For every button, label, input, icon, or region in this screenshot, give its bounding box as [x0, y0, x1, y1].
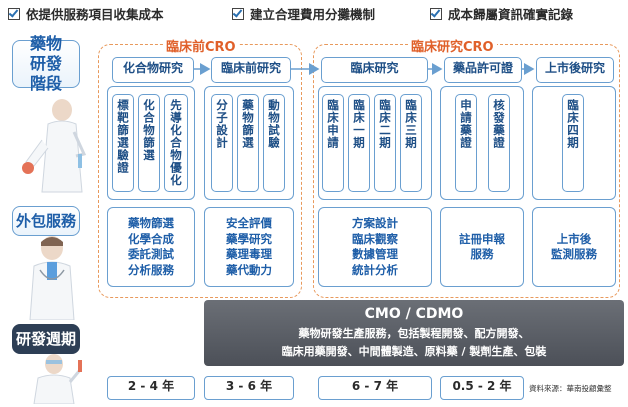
service-item: 委託測試	[128, 247, 174, 261]
step-target-validation: 標靶篩選驗證	[112, 94, 134, 192]
source-note: 資料來源：華南投顧彙整	[529, 384, 612, 393]
step-label: 化合物篩選	[142, 99, 156, 162]
cycle-label: 研發週期	[12, 324, 80, 354]
step-label: 申請藥證	[459, 99, 473, 149]
step-label: 動物試驗	[267, 99, 281, 149]
service-item: 化學合成	[128, 231, 174, 246]
cmo-line-1: 藥物研發生產服務，包括製程開發、配方開發、	[298, 327, 530, 340]
step-issue-license: 核發藥證	[488, 94, 510, 192]
period-license: 0.5 - 2 年	[440, 376, 524, 400]
preclinical-cro-title: 臨床前CRO	[163, 36, 239, 55]
stage-clinical-research: 臨床研究	[321, 57, 428, 83]
step-compound-screening: 化合物篩選	[138, 94, 160, 192]
cmo-title: CMO / CDMO	[364, 306, 464, 322]
stage-drug-license: 藥品許可證	[444, 57, 522, 83]
outsource-label-text: 外包服務	[15, 212, 76, 230]
clinical-cro-title: 臨床研究CRO	[408, 36, 497, 55]
step-label: 臨床三期	[404, 99, 418, 149]
step-label: 先導化合物優化	[169, 99, 183, 187]
doctor-illustration	[29, 236, 75, 320]
stage-compound-research: 化合物研究	[112, 57, 194, 83]
step-clinical-application: 臨床申請	[322, 94, 344, 192]
scientist-illustration	[22, 99, 87, 193]
step-phase-2: 臨床二期	[374, 94, 396, 192]
service-item: 註冊申報	[459, 231, 505, 246]
step-phase-1: 臨床一期	[348, 94, 370, 192]
service-item: 分析服務	[128, 262, 174, 277]
service-item: 統計分析	[352, 262, 398, 277]
checkbox-icon	[8, 8, 20, 20]
service-item: 安全評價	[226, 216, 272, 230]
cmo-cdmo-bar: CMO / CDMO 藥物研發生產服務，包括製程開發、配方開發、 臨床用藥開發、…	[204, 300, 624, 366]
service-item: 藥學研究	[226, 231, 272, 246]
service-item: 方案設計	[352, 216, 398, 230]
header-item-collect-costs: 依提供服務項目收集成本	[8, 4, 164, 23]
step-label: 臨床二期	[378, 99, 392, 149]
step-molecular-design: 分子設計	[211, 94, 233, 192]
service-item: 臨床觀察	[352, 231, 398, 246]
step-label: 核發藥證	[492, 99, 506, 149]
step-animal-testing: 動物試驗	[263, 94, 285, 192]
period-preclinical: 3 - 6 年	[204, 376, 294, 400]
step-label: 藥物篩選	[241, 99, 255, 149]
step-label: 臨床一期	[352, 99, 366, 149]
header-item-allocation: 建立合理費用分攤機制	[232, 4, 375, 23]
phase-label: 藥物研發階段	[12, 34, 80, 93]
phase-label-text: 藥物研發階段	[29, 34, 62, 93]
service-post-market: 上市後 監測服務	[532, 207, 616, 287]
service-compound: 藥物篩選 化學合成 委託測試 分析服務	[107, 207, 195, 287]
checkbox-icon	[232, 8, 244, 20]
step-label: 臨床四期	[566, 99, 580, 149]
checkbox-icon	[430, 8, 442, 20]
step-label: 分子設計	[215, 99, 229, 149]
period-compound: 2 - 4 年	[107, 376, 195, 400]
step-apply-license: 申請藥證	[455, 94, 477, 192]
step-label: 標靶篩選驗證	[116, 99, 130, 174]
researcher-illustration	[33, 354, 82, 404]
header-item-label: 建立合理費用分攤機制	[250, 7, 376, 22]
header-item-label: 依提供服務項目收集成本	[26, 7, 164, 22]
service-item: 數據管理	[352, 247, 398, 261]
cmo-line-2: 臨床用藥開發、中間體製造、原料藥 / 製劑生產、包裝	[281, 345, 547, 358]
step-drug-screening: 藥物篩選	[237, 94, 259, 192]
cycle-label-text: 研發週期	[15, 330, 76, 348]
service-item: 藥代動力	[226, 262, 272, 277]
step-phase-3: 臨床三期	[400, 94, 422, 192]
header-item-label: 成本歸屬資訊確實記錄	[448, 7, 574, 22]
license-steps-panel	[440, 86, 524, 200]
service-clinical: 方案設計 臨床觀察 數據管理 統計分析	[318, 207, 432, 287]
service-item: 藥理毒理	[226, 247, 272, 261]
service-item: 監測服務	[551, 247, 597, 261]
service-item: 服務	[470, 247, 494, 261]
service-license: 註冊申報 服務	[440, 207, 524, 287]
stage-preclinical-research: 臨床前研究	[211, 57, 291, 83]
step-lead-optimization: 先導化合物優化	[164, 94, 188, 192]
service-item: 藥物篩選	[128, 216, 174, 230]
stage-post-market: 上市後研究	[536, 57, 614, 83]
service-preclinical: 安全評價 藥學研究 藥理毒理 藥代動力	[204, 207, 294, 287]
period-clinical: 6 - 7 年	[318, 376, 432, 400]
service-item: 上市後	[556, 231, 592, 246]
step-phase-4: 臨床四期	[562, 94, 584, 192]
outsource-label: 外包服務	[12, 206, 80, 236]
step-label: 臨床申請	[326, 99, 340, 149]
header-item-records: 成本歸屬資訊確實記錄	[430, 4, 573, 23]
